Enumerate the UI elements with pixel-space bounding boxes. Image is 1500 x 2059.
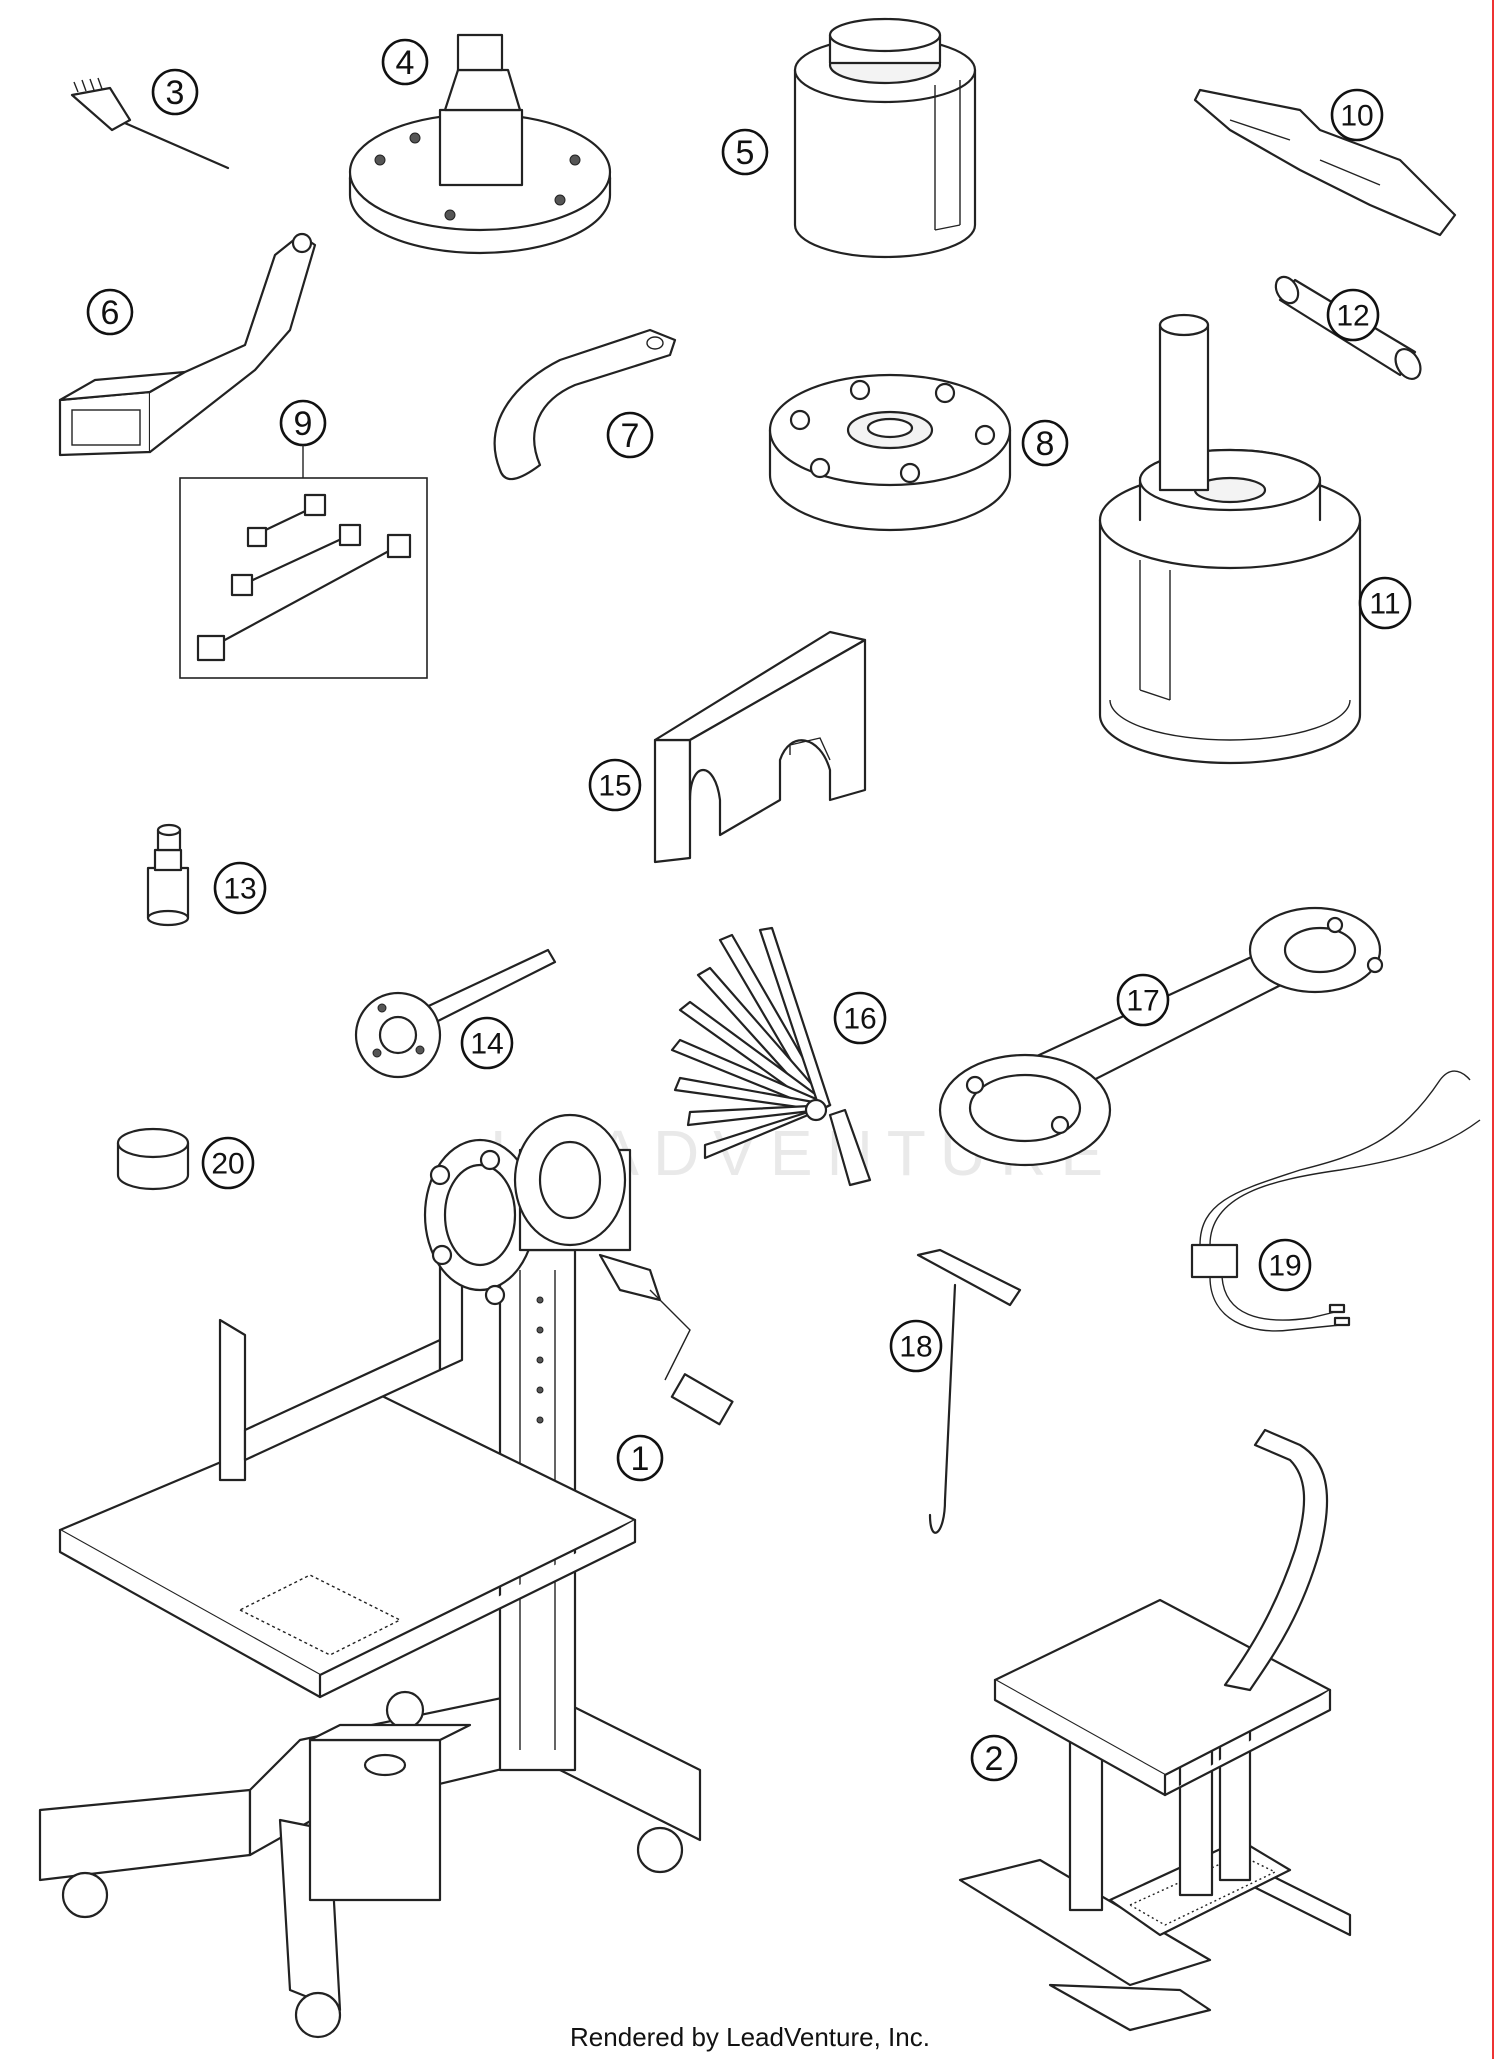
callout-15-label: 15: [598, 770, 631, 803]
part-6-socket-lever[interactable]: [58, 232, 317, 457]
part-10-flat-gauge[interactable]: [1193, 88, 1457, 237]
callout-15: 15: [588, 758, 642, 812]
callout-3-label: 3: [166, 74, 185, 112]
callout-12: 12: [1326, 288, 1380, 342]
callout-9-label: 9: [294, 405, 313, 443]
part-14-ring-holder[interactable]: [354, 948, 557, 1079]
callout-10-label: 10: [1340, 100, 1373, 133]
part-13-adapter[interactable]: [146, 823, 190, 927]
callout-1-label: 1: [631, 1440, 650, 1478]
callout-16: 16: [833, 991, 887, 1045]
callout-17-label: 17: [1126, 985, 1159, 1018]
part-17-ring-spanner[interactable]: [938, 906, 1384, 1167]
callout-19: 19: [1258, 1238, 1312, 1292]
callout-18: 18: [889, 1319, 943, 1373]
callout-11: 11: [1358, 576, 1412, 630]
part-5-press-sleeve[interactable]: [793, 17, 977, 259]
callout-2: 2: [970, 1734, 1018, 1782]
part-15-holding-block[interactable]: [653, 630, 867, 864]
callout-16-label: 16: [843, 1003, 876, 1036]
callout-20: 20: [201, 1136, 255, 1190]
callout-7-label: 7: [621, 417, 640, 455]
callout-19-label: 19: [1268, 1250, 1301, 1283]
callout-6-label: 6: [101, 294, 120, 332]
callout-1: 1: [616, 1434, 664, 1482]
part-19-test-cable[interactable]: [1190, 1070, 1481, 1332]
callout-7: 7: [606, 411, 654, 459]
part-9-bolt-set[interactable]: [179, 477, 428, 679]
callout-10: 10: [1330, 88, 1384, 142]
callout-4-label: 4: [396, 44, 415, 82]
callout-17: 17: [1116, 973, 1170, 1027]
callout-5-label: 5: [736, 134, 755, 172]
callout-14: 14: [460, 1016, 514, 1070]
part-11-press-fixture[interactable]: [1098, 313, 1362, 765]
part-20-puck[interactable]: [116, 1127, 190, 1191]
callout-9: 9: [279, 399, 327, 478]
part-4-puller-plate[interactable]: [348, 33, 612, 255]
part-8-disc-plate[interactable]: [768, 373, 1012, 532]
callout-14-label: 14: [470, 1028, 503, 1061]
part-3-pin-tool[interactable]: [70, 77, 230, 170]
part-7-hook-spanner[interactable]: [493, 328, 677, 481]
callout-12-label: 12: [1336, 300, 1369, 333]
callout-8-label: 8: [1036, 425, 1055, 463]
callout-2-label: 2: [985, 1740, 1004, 1778]
callout-20-label: 20: [211, 1148, 244, 1181]
callout-5: 5: [721, 128, 769, 176]
callout-6: 6: [86, 288, 134, 336]
callout-18-label: 18: [899, 1331, 932, 1364]
part-1-engine-stand[interactable]: [38, 1113, 734, 2039]
callout-13-label: 13: [223, 873, 256, 906]
callout-4: 4: [381, 38, 429, 86]
part-16-feeler-gauge[interactable]: [670, 926, 872, 1187]
part-18-t-hook[interactable]: [916, 1248, 1022, 1534]
callout-8: 8: [1021, 419, 1069, 467]
callout-11-label: 11: [1369, 588, 1400, 621]
footer-credit: Rendered by LeadVenture, Inc.: [570, 2022, 930, 2052]
part-2-lift-stand[interactable]: [958, 1428, 1352, 2032]
page-edge-line: [1492, 0, 1494, 2059]
callout-3: 3: [151, 68, 199, 116]
callout-13: 13: [213, 861, 267, 915]
